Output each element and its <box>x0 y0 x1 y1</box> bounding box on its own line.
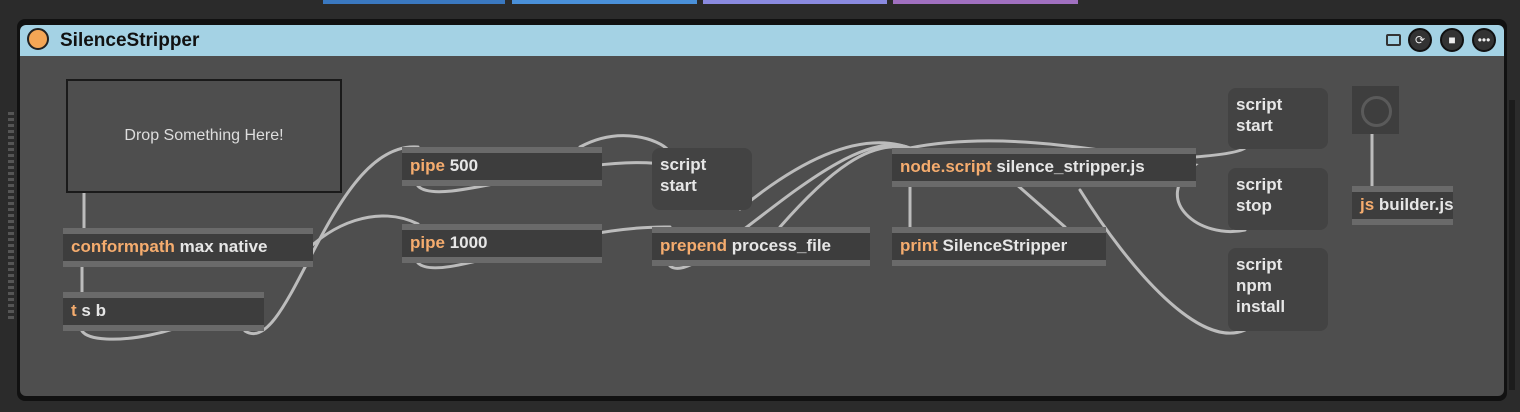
save-icon[interactable]: ■ <box>1440 28 1464 52</box>
drop-file-area[interactable]: Drop Something Here! <box>66 79 342 193</box>
scrollbar[interactable] <box>1509 100 1515 390</box>
pipe-500-object[interactable]: pipe 500 <box>402 147 602 186</box>
object-args: silence_stripper.js <box>996 157 1145 176</box>
object-class: pipe <box>410 156 445 175</box>
patch-cord <box>738 141 912 211</box>
track-tab-2[interactable] <box>512 0 697 4</box>
message-script-start[interactable]: script start <box>652 148 752 210</box>
drop-label: Drop Something Here! <box>124 127 284 144</box>
resize-handle[interactable] <box>8 112 14 322</box>
message-line: start <box>1236 116 1273 135</box>
message-script-start[interactable]: script start <box>1228 88 1328 149</box>
device-title: SilenceStripper <box>60 30 200 51</box>
message-script-stop[interactable]: script stop <box>1228 168 1328 230</box>
bang-button[interactable] <box>1352 86 1399 134</box>
message-line: script <box>1236 175 1283 194</box>
message-line: npm <box>1236 276 1272 295</box>
object-args: process_file <box>731 236 832 255</box>
object-class: print <box>900 236 938 255</box>
bang-circle-icon <box>1361 96 1392 127</box>
track-tab-3[interactable] <box>703 0 887 4</box>
patch-cord <box>1078 188 1247 335</box>
message-line: script <box>1236 255 1283 274</box>
device-activator-button[interactable] <box>27 28 49 50</box>
object-class: prepend <box>660 236 728 255</box>
object-args: builder.js <box>1378 195 1454 214</box>
object-class: t <box>71 301 77 320</box>
conformpath-object[interactable]: conformpath max native <box>63 228 313 267</box>
object-args: 500 <box>449 156 479 175</box>
node-script-object[interactable]: node.script silence_stripper.js <box>892 148 1196 187</box>
object-args: max native <box>179 237 268 256</box>
object-args: 1000 <box>449 233 488 252</box>
object-class: pipe <box>410 233 445 252</box>
track-tab-1[interactable] <box>323 0 505 4</box>
patch-cord <box>1193 146 1247 159</box>
object-class: node.script <box>900 157 992 176</box>
message-line: script <box>1236 95 1283 114</box>
message-line: stop <box>1236 196 1272 215</box>
track-tab-4[interactable] <box>893 0 1078 4</box>
trigger-object[interactable]: t s b <box>63 292 264 331</box>
pipe-1000-object[interactable]: pipe 1000 <box>402 224 602 263</box>
message-line: script <box>660 155 707 174</box>
object-args: s b <box>81 301 106 320</box>
message-line: start <box>660 176 697 195</box>
refresh-icon[interactable]: ⟳ <box>1408 28 1432 52</box>
more-icon[interactable]: ••• <box>1472 28 1496 52</box>
print-object[interactable]: print SilenceStripper <box>892 227 1106 266</box>
js-object[interactable]: js builder.js <box>1352 186 1454 225</box>
message-line: install <box>1236 297 1286 316</box>
prepend-object[interactable]: prepend process_file <box>652 227 870 266</box>
device-title-bar: SilenceStripper ⟳ ■ ••• <box>20 25 1504 56</box>
message-script-npm-install[interactable]: script npm install <box>1228 248 1328 331</box>
freeze-icon[interactable] <box>1386 34 1401 46</box>
patch-cord <box>778 145 910 229</box>
object-class: js <box>1360 195 1375 214</box>
object-class: conformpath <box>71 237 175 256</box>
object-args: SilenceStripper <box>942 236 1068 255</box>
patch-cord <box>578 134 670 152</box>
